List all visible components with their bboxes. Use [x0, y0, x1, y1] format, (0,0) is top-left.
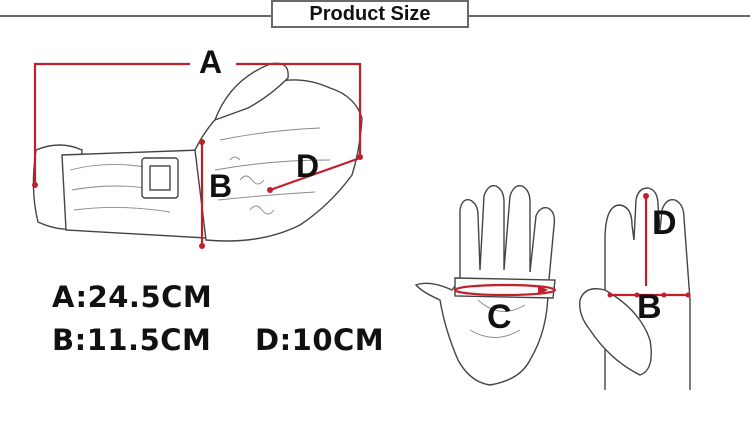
measurement-a: A:24.5CM — [52, 280, 213, 314]
measure-b-line — [199, 139, 205, 249]
label-b-finger: B — [637, 288, 662, 326]
label-a: A — [199, 44, 223, 80]
measure-d-line — [267, 156, 361, 193]
page-title: Product Size — [309, 2, 431, 25]
label-d: D — [296, 148, 320, 184]
label-c: C — [487, 298, 512, 336]
label-b: B — [209, 168, 233, 204]
glove-illustration — [32, 62, 363, 242]
measurement-d: D:10CM — [255, 323, 385, 357]
measure-a-bracket — [32, 62, 363, 188]
measurement-b: B:11.5CM — [52, 323, 212, 357]
finger-outline-illustration — [579, 187, 691, 390]
palm-hand-illustration — [414, 185, 557, 386]
label-d-finger: D — [652, 204, 677, 242]
title-box: Product Size — [271, 0, 469, 28]
